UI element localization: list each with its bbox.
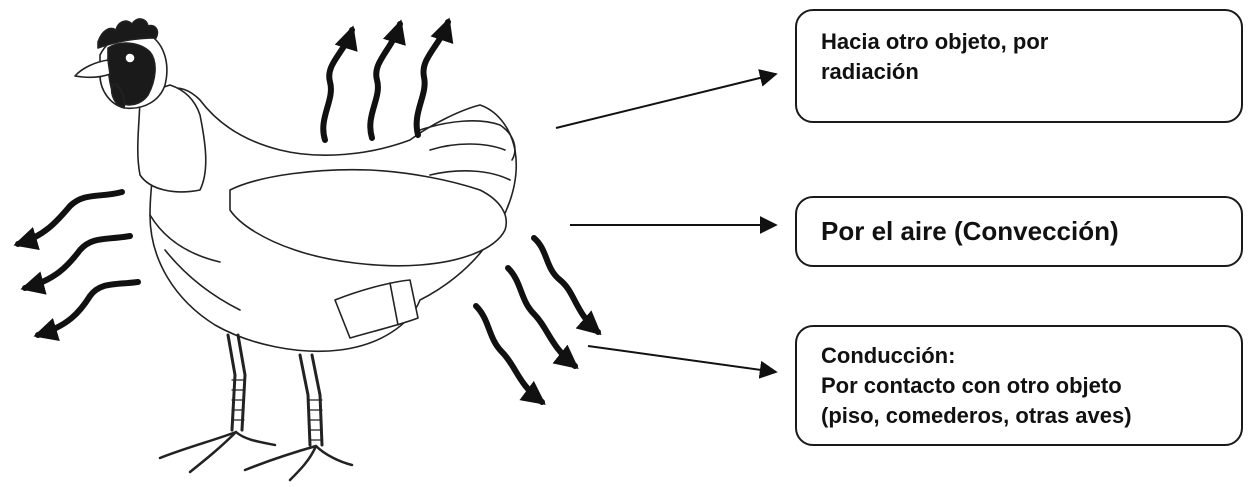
heat-wave-arrow-icon <box>323 22 448 140</box>
heat-wave-arrow-icon <box>18 192 138 335</box>
conduction-line-2: (piso, comederos, otras aves) <box>821 401 1217 431</box>
radiation-label-box: Hacia otro objeto, por radiación <box>795 9 1243 123</box>
conduction-line-1: Por contacto con otro objeto <box>821 371 1217 401</box>
arrow-right-icon <box>588 346 776 372</box>
conduction-title: Conducción: <box>821 341 1217 371</box>
radiation-label-line-2: radiación <box>821 57 1217 87</box>
radiation-label-line-1: Hacia otro objeto, por <box>821 27 1217 57</box>
arrow-right-icon <box>556 74 776 128</box>
chicken-icon <box>75 19 516 480</box>
convection-label: Por el aire (Convección) <box>821 213 1217 249</box>
convection-label-box: Por el aire (Convección) <box>795 196 1243 267</box>
heat-wave-arrow-icon <box>476 238 598 402</box>
conduction-label-box: Conducción: Por contacto con otro objeto… <box>795 325 1243 446</box>
